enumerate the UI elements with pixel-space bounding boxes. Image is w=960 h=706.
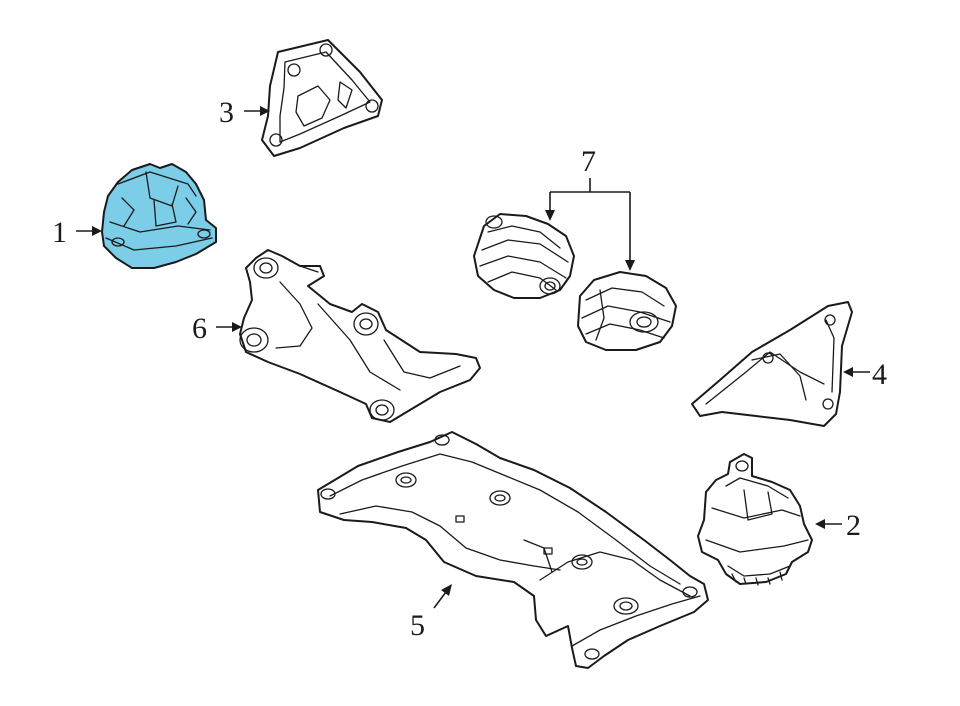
callout-label-3: 3 (219, 96, 234, 129)
part-6-engine-support-bracket[interactable] (239, 249, 481, 423)
callout-6-leader (216, 322, 242, 332)
callout-5-leader (433, 584, 452, 609)
callout-label-2: 2 (846, 509, 861, 542)
callout-1-leader (76, 226, 102, 236)
callout-3-leader (244, 106, 270, 116)
callout-label-5: 5 (410, 609, 425, 642)
callout-label-4: 4 (872, 358, 887, 391)
part-2-engine-mount[interactable] (697, 453, 813, 586)
callout-2-leader (815, 519, 842, 529)
part-7-rubber-mount-right[interactable] (577, 271, 677, 351)
part-7-rubber-mount-left[interactable] (473, 213, 575, 299)
part-3-mount-bracket-plate[interactable] (261, 39, 383, 157)
part-1-engine-mount-highlighted[interactable] (101, 163, 217, 269)
callout-label-1: 1 (52, 216, 67, 249)
part-4-angled-bracket[interactable] (691, 301, 853, 427)
part-5-crossmember-subframe[interactable] (317, 431, 709, 669)
callout-7-leader (545, 178, 635, 271)
callout-label-6: 6 (192, 312, 207, 345)
callout-4-leader (843, 367, 870, 377)
callout-label-7: 7 (581, 145, 596, 178)
